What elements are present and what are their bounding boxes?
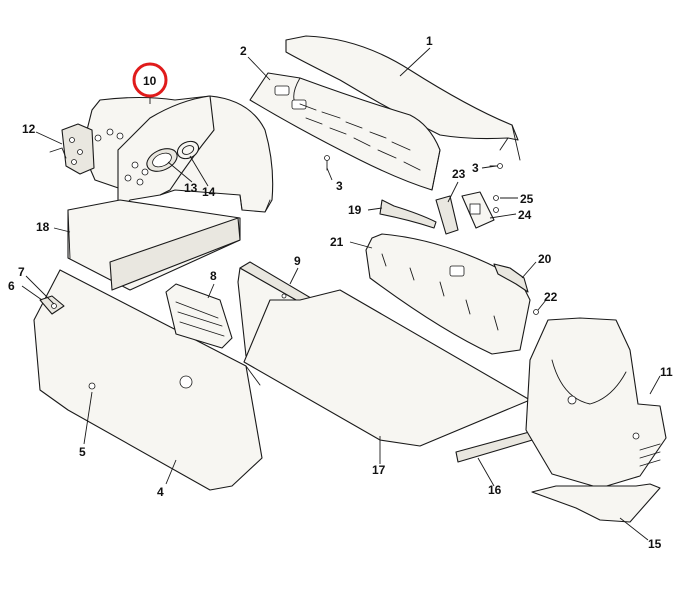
part-3-screw-right <box>489 163 503 169</box>
callout-8: 8 <box>210 269 217 283</box>
callout-24: 24 <box>518 208 532 222</box>
callout-16: 16 <box>488 483 502 497</box>
callout-12: 12 <box>22 122 36 136</box>
part-17-floor-mat <box>243 289 531 447</box>
callout-5: 5 <box>79 445 86 459</box>
callout-2: 2 <box>240 44 247 58</box>
callout-9: 9 <box>294 254 301 268</box>
leader-lines <box>21 47 661 541</box>
callout-3-upper: 3 <box>336 179 343 193</box>
callout-10: 10 <box>143 74 157 88</box>
callout-15: 15 <box>648 537 662 551</box>
callout-13: 13 <box>184 181 198 195</box>
part-4-side-trim-panel <box>33 269 263 491</box>
callout-1: 1 <box>426 34 433 48</box>
callout-3-right: 3 <box>472 161 479 175</box>
highlight-ring <box>132 62 168 98</box>
callout-4: 4 <box>157 485 164 499</box>
callout-11: 11 <box>660 365 673 379</box>
part-11-quarter-trim <box>525 317 667 489</box>
callout-19: 19 <box>348 203 362 217</box>
part-7-fastener <box>51 303 57 309</box>
callout-6: 6 <box>8 279 15 293</box>
callout-23: 23 <box>452 167 466 181</box>
part-23-bracket <box>435 195 459 235</box>
callout-17: 17 <box>372 463 386 477</box>
part-18-storage-bin <box>67 199 241 291</box>
part-15-sill-cover <box>531 483 661 523</box>
part-5-clip <box>88 382 96 390</box>
callout-25: 25 <box>520 192 534 206</box>
part-8-vent <box>165 283 233 349</box>
callout-22: 22 <box>544 290 558 304</box>
part-1-parcel-shelf-cover <box>285 35 521 161</box>
part-14-speaker <box>176 140 200 160</box>
part-13-speaker-ring <box>146 148 178 172</box>
part-3-screw-upper <box>324 155 330 171</box>
callout-7: 7 <box>18 265 25 279</box>
part-2-parcel-shelf-panel <box>249 72 441 191</box>
part-22-screw <box>533 309 539 315</box>
part-21-rear-panel <box>365 233 531 355</box>
callout-14: 14 <box>202 185 216 199</box>
callout-20: 20 <box>538 252 552 266</box>
part-12-bracket <box>49 123 95 175</box>
callout-21: 21 <box>330 235 344 249</box>
callout-labels: 1 2 3 3 4 5 6 7 8 9 10 11 12 13 14 15 16… <box>8 34 673 551</box>
callout-18: 18 <box>36 220 50 234</box>
part-20-trim-strip <box>493 263 529 293</box>
part-19-trim-strip <box>379 199 437 229</box>
part-24-latch <box>461 191 495 229</box>
part-25-clips <box>493 195 499 213</box>
